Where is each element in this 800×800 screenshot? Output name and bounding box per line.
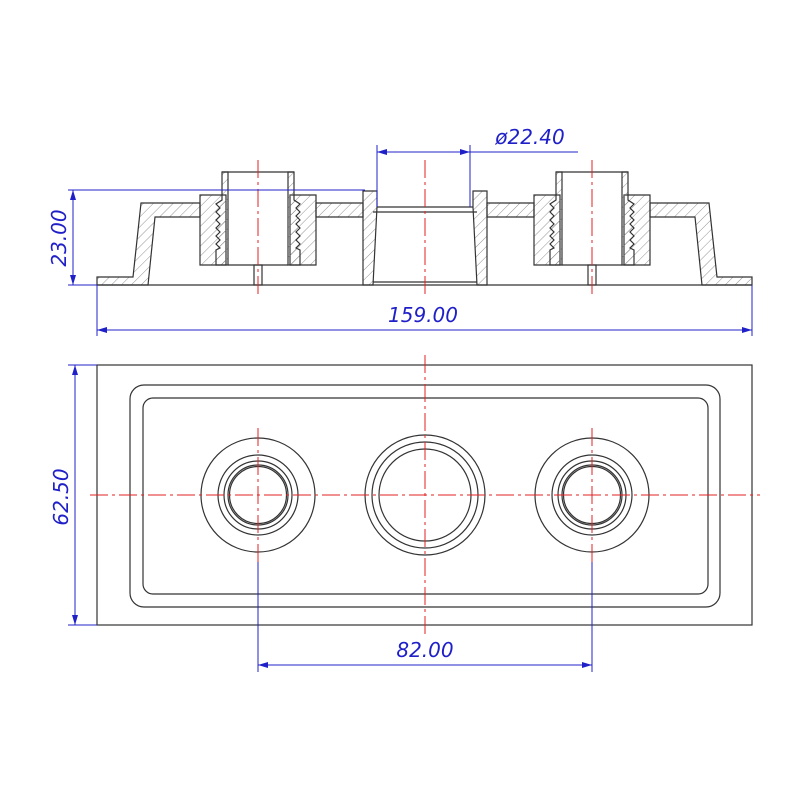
- dimension-height: 23.00: [47, 189, 365, 286]
- section-view: [96, 160, 753, 295]
- dimension-width: 62.50: [49, 364, 97, 626]
- plan-view: [90, 355, 760, 635]
- bore-dimension-label: ø22.40: [494, 125, 565, 149]
- spacing-dimension-label: 82.00: [396, 638, 453, 662]
- dimension-center-bore: ø22.40: [376, 125, 578, 207]
- height-dimension-label: 23.00: [47, 209, 71, 266]
- dimension-fitting-spacing: 82.00: [257, 562, 593, 672]
- length-dimension-label: 159.00: [388, 303, 458, 327]
- dimension-overall-length: 159.00: [96, 285, 753, 336]
- width-dimension-label: 62.50: [49, 468, 73, 525]
